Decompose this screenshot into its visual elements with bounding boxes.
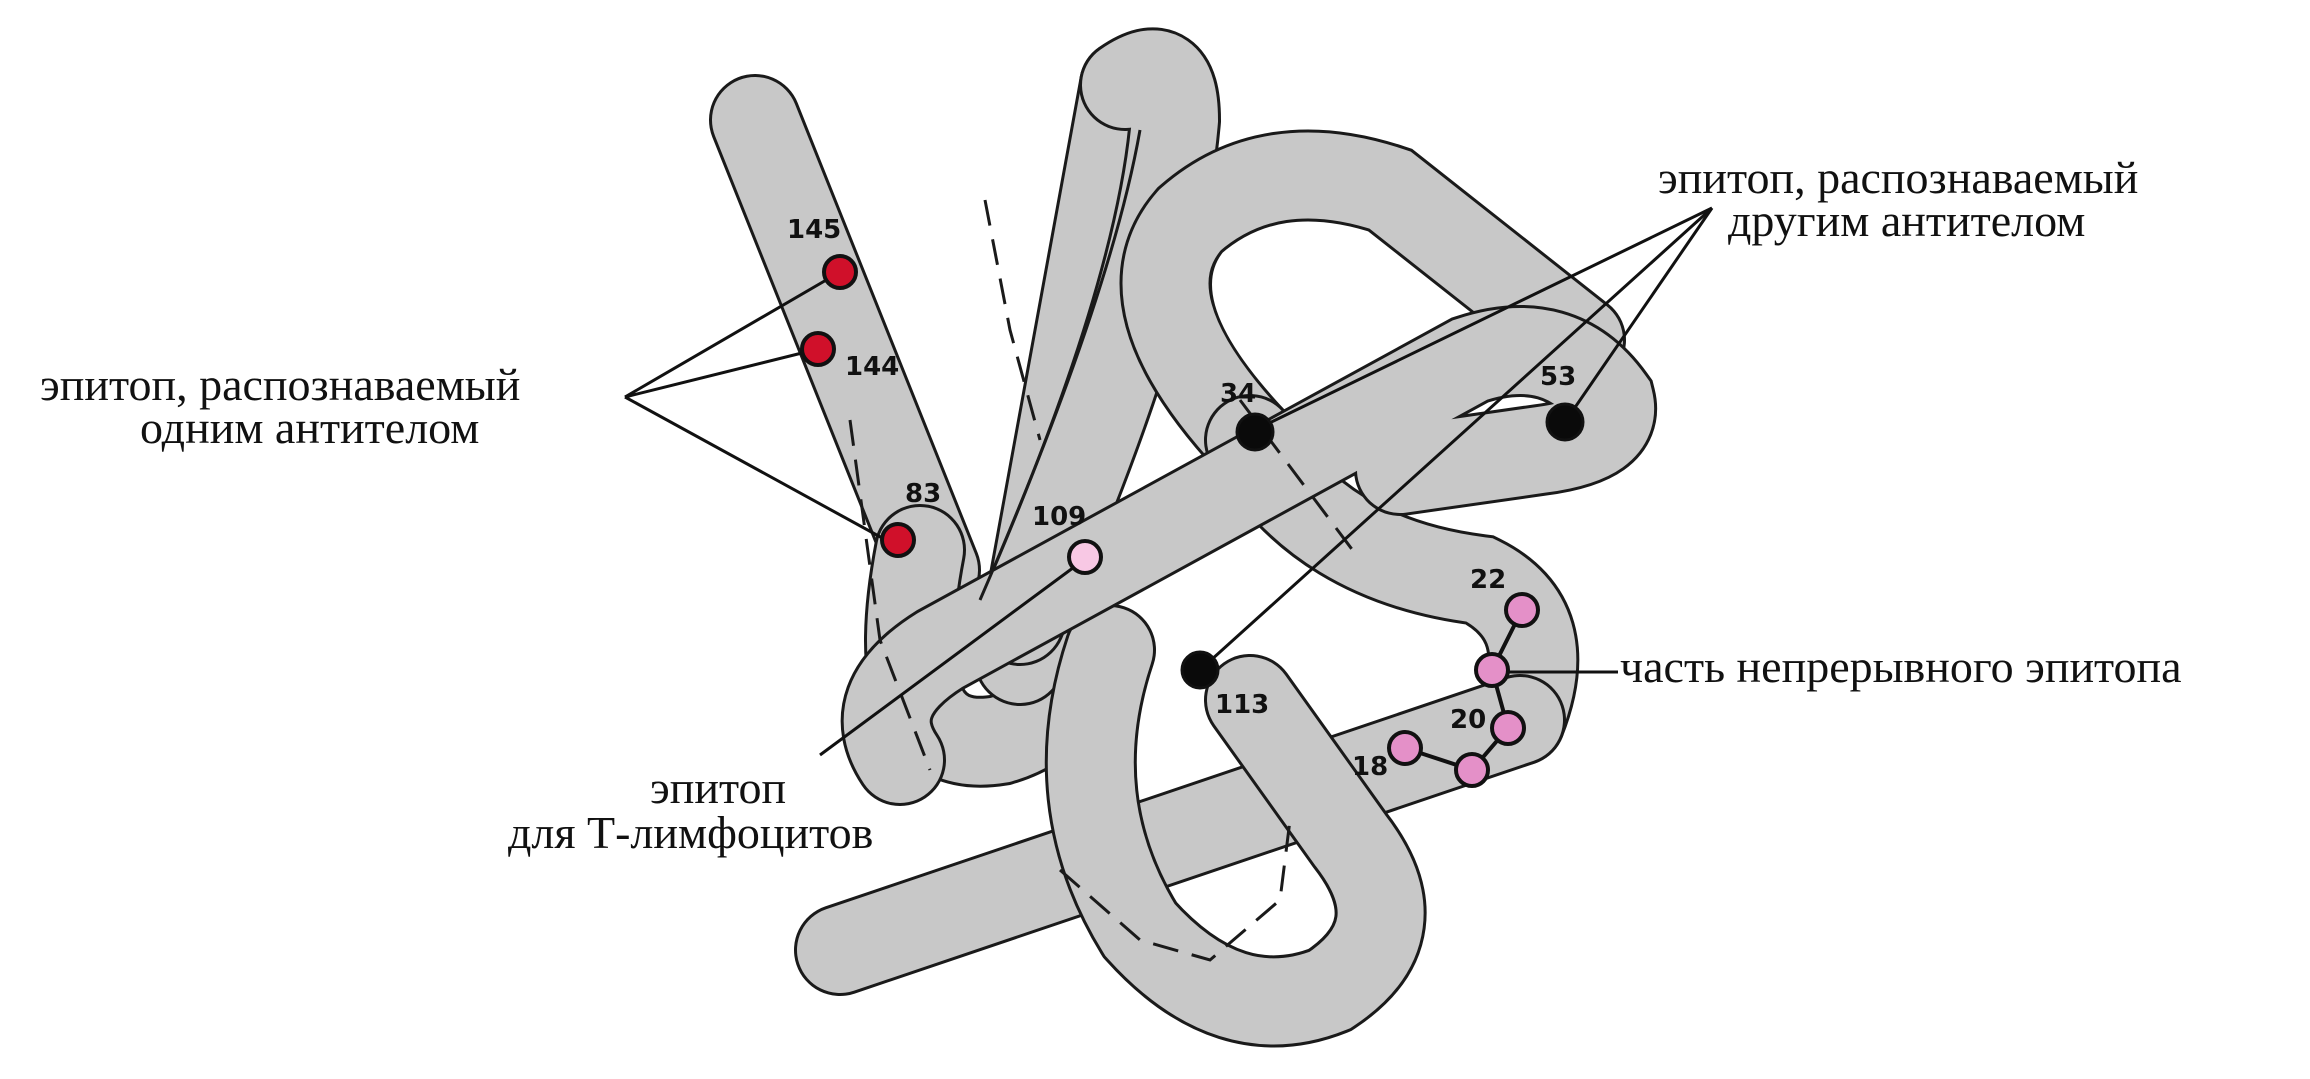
residue-113-marker bbox=[1180, 650, 1220, 690]
residue-53-label: 53 bbox=[1540, 362, 1576, 392]
residue-18-label: 18 bbox=[1352, 752, 1388, 782]
single-antibody-label-line1: эпитоп, распознаваемый bbox=[40, 359, 520, 410]
residue-19-marker bbox=[1454, 752, 1490, 788]
t-cell-epitope-label-line1: эпитоп bbox=[650, 762, 786, 813]
residue-144-marker bbox=[800, 331, 836, 367]
residue-83-label: 83 bbox=[905, 479, 941, 509]
residue-20-marker bbox=[1490, 710, 1526, 746]
residue-22-marker bbox=[1504, 592, 1540, 628]
residue-22-label: 22 bbox=[1470, 565, 1506, 595]
residue-numbers: 145 144 83 109 34 53 113 22 20 18 bbox=[787, 215, 1576, 782]
residue-markers bbox=[800, 254, 1585, 788]
residue-34-label: 34 bbox=[1220, 379, 1256, 409]
residue-109-marker bbox=[1067, 539, 1103, 575]
pointer-lines bbox=[624, 206, 1714, 757]
other-antibody-label-line2: другим антителом bbox=[1728, 195, 2085, 246]
residue-144-label: 144 bbox=[845, 352, 899, 382]
continuous-epitope-label: часть непрерывного эпитопа bbox=[1620, 641, 2182, 692]
residue-20-label: 20 bbox=[1450, 705, 1486, 735]
residue-83-marker bbox=[880, 522, 916, 558]
single-antibody-label-line2: одним антителом bbox=[140, 402, 479, 453]
other-antibody-label-line1: эпитоп, распознаваемый bbox=[1658, 152, 2138, 203]
residue-53-marker bbox=[1545, 402, 1585, 442]
residue-145-label: 145 bbox=[787, 215, 841, 245]
protein-chain bbox=[709, 27, 1657, 1048]
residue-21-marker bbox=[1474, 652, 1510, 688]
residue-113-label: 113 bbox=[1215, 690, 1269, 720]
residue-109-label: 109 bbox=[1032, 502, 1086, 532]
residue-18-marker bbox=[1387, 730, 1423, 766]
t-cell-epitope-label-line2: для Т-лимфоцитов bbox=[508, 807, 873, 858]
residue-34-marker bbox=[1235, 412, 1275, 452]
residue-145-marker bbox=[822, 254, 858, 290]
annotation-labels: эпитоп, распознаваемый одним антителом э… bbox=[40, 152, 2182, 858]
